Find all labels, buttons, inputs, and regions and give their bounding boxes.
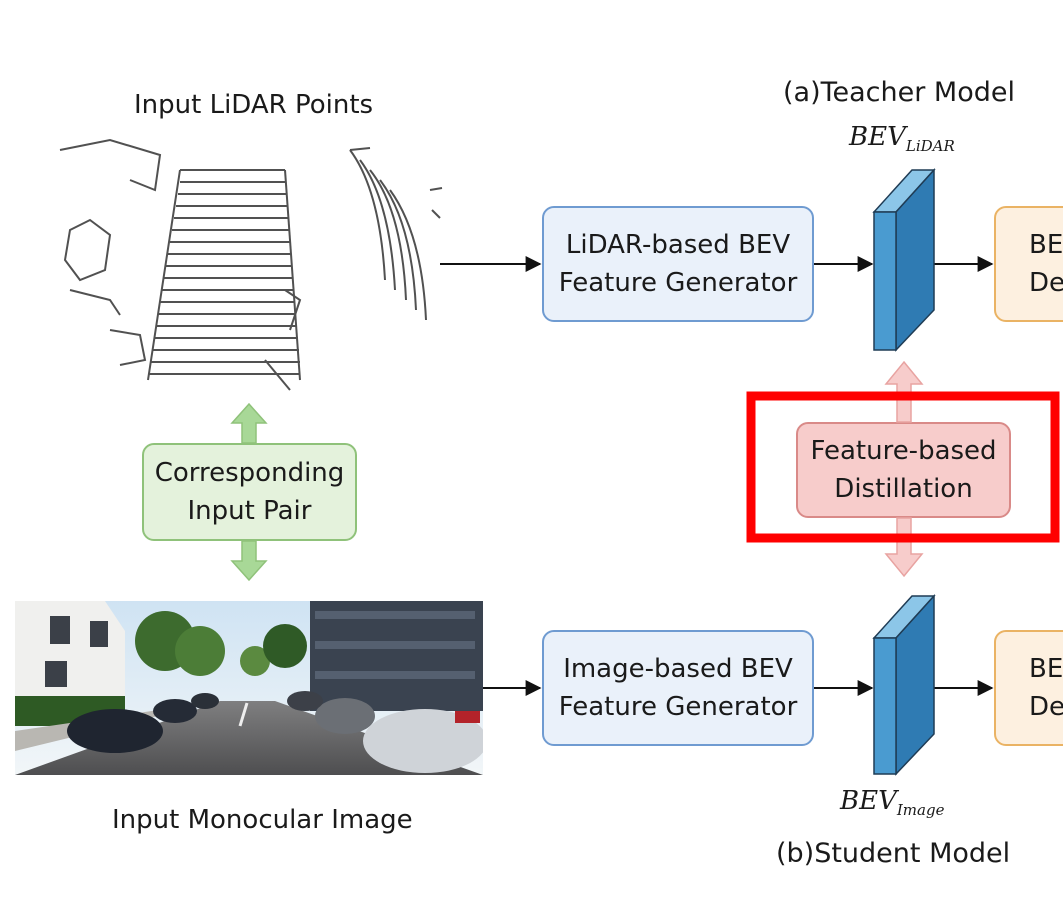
teacher-title: (a)Teacher Model — [783, 77, 1015, 108]
lidar-title: Input LiDAR Points — [134, 90, 374, 120]
pair-line1: Corresponding — [154, 458, 345, 488]
bev-lidar-sub: LiDAR — [905, 137, 955, 156]
pair-double-arrow — [230, 402, 268, 582]
bev-lidar-block — [872, 168, 936, 352]
pair-line2: Input Pair — [187, 496, 312, 526]
student-decoder-box: BE De — [994, 630, 1063, 746]
student-decoder-line1: BE — [1029, 654, 1063, 684]
student-generator-line1: Image-based BEV — [563, 654, 793, 684]
teacher-decoder-box: BE De — [994, 206, 1063, 322]
highlight-frame — [746, 391, 1060, 543]
bev-image-block — [872, 594, 936, 776]
student-generator-line2: Feature Generator — [558, 692, 798, 722]
distill-line2: Distillation — [834, 474, 973, 504]
monocular-image — [15, 601, 483, 775]
image-caption: Input Monocular Image — [112, 805, 413, 835]
lidar-point-cloud — [59, 138, 443, 391]
bev-image-base: BEV — [840, 786, 897, 816]
bev-lidar-base: BEV — [849, 122, 906, 152]
bev-image-label: BEVImage — [840, 786, 944, 819]
feature-distillation-box: Feature-based Distillation — [796, 422, 1011, 518]
teacher-generator-line1: LiDAR-based BEV — [565, 230, 791, 260]
distill-line1: Feature-based — [810, 436, 997, 466]
student-decoder-line2: De — [1029, 692, 1063, 722]
bev-lidar-label: BEVLiDAR — [849, 122, 955, 155]
teacher-decoder-line1: BE — [1029, 230, 1063, 260]
teacher-decoder-line2: De — [1029, 268, 1063, 298]
corresponding-input-pair-box: Corresponding Input Pair — [142, 443, 357, 541]
student-title: (b)Student Model — [776, 838, 1011, 869]
lidar-bev-generator-box: LiDAR-based BEV Feature Generator — [542, 206, 814, 322]
teacher-generator-line2: Feature Generator — [558, 268, 798, 298]
bev-image-sub: Image — [896, 801, 945, 820]
image-bev-generator-box: Image-based BEV Feature Generator — [542, 630, 814, 746]
